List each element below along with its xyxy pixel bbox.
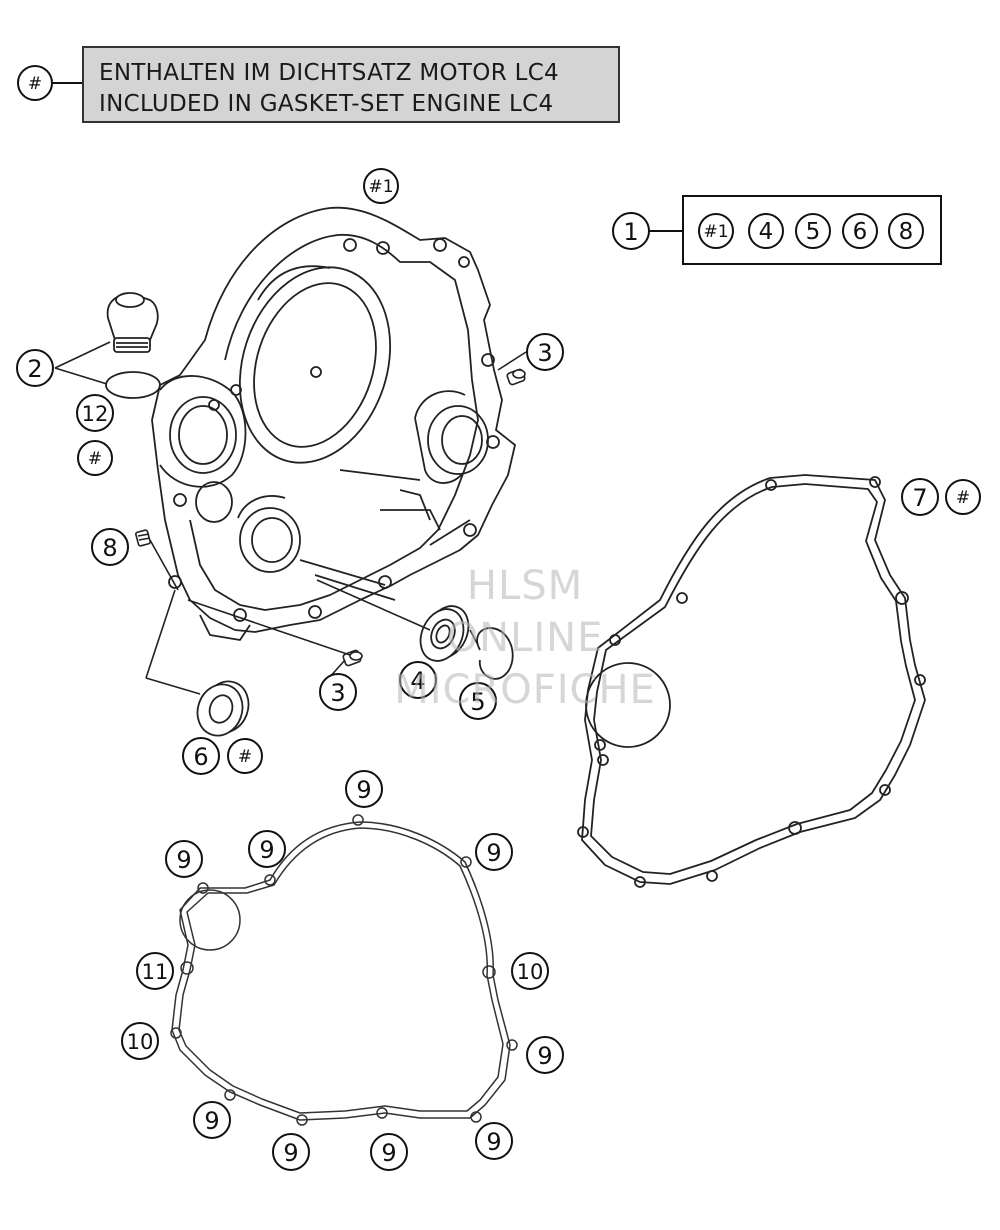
watermark-line-1: HLSM [466, 563, 584, 609]
callout-inner-9-b1: 9 [283, 1139, 298, 1167]
watermark-line-2: ONLINE [446, 615, 604, 661]
bearing [419, 605, 470, 662]
note-line-de: ENTHALTEN IM DICHTSATZ MOTOR LC4 [99, 60, 559, 86]
shaft-seal [196, 680, 250, 737]
watermark: HLSM ONLINE MICROFICHE [370, 560, 680, 716]
callout-screw-right: 3 [537, 339, 552, 367]
callout-inner-9-bl: 9 [204, 1107, 219, 1135]
callout-outer-gasket-marker: # [956, 488, 970, 508]
callout-inner-9-topleft: 9 [259, 836, 274, 864]
legend-symbol: # [17, 65, 82, 101]
callout-oil-plug: 2 [27, 355, 42, 383]
legend-symbol-text: # [28, 74, 42, 94]
gasket-set-note: ENTHALTEN IM DICHTSATZ MOTOR LC4 INCLUDE… [82, 46, 620, 123]
callout-inner-10-left: 10 [127, 1030, 154, 1054]
callout-inner-10-right: 10 [517, 960, 544, 984]
callout-small-plug: 8 [102, 534, 117, 562]
callout-circlip: 5 [470, 688, 485, 716]
callout-seal: 6 [193, 743, 208, 771]
set-item-8: 8 [899, 219, 914, 245]
set-contents: #1 4 5 6 8 [698, 213, 924, 249]
set-item-4: 4 [759, 219, 774, 245]
callout-labels: #1 2 12 # 3 3 7 # 8 4 5 6 # 9 9 9 9 [16, 168, 981, 1171]
outer-gasket [577, 474, 926, 888]
note-line-en: INCLUDED IN GASKET-SET ENGINE LC4 [99, 91, 554, 117]
callout-inner-9-br: 9 [486, 1128, 501, 1156]
inner-gasket [170, 814, 518, 1126]
screw-bottom [342, 649, 363, 667]
small-plug [135, 529, 151, 547]
set-callout-ref: 1 [623, 218, 638, 246]
set-callout: 1 #1 4 5 6 8 [612, 195, 942, 265]
callout-inner-11: 11 [142, 960, 169, 984]
callout-outer-gasket: 7 [912, 484, 927, 512]
callout-oring-marker: # [88, 449, 102, 469]
callout-inner-9-right: 9 [537, 1042, 552, 1070]
set-item-6: 6 [853, 219, 868, 245]
watermark-line-3: MICROFICHE [394, 667, 656, 713]
set-item-1: #1 [703, 222, 728, 242]
callout-screw-bottom: 3 [330, 679, 345, 707]
callout-inner-9-top: 9 [356, 776, 371, 804]
callout-oring: 12 [82, 402, 109, 426]
clutch-cover [151, 206, 516, 641]
screw-right [506, 368, 526, 386]
callout-inner-9-righttop: 9 [486, 839, 501, 867]
callout-cover: #1 [368, 177, 393, 197]
oil-filler-plug [106, 292, 159, 353]
callout-inner-9-b2: 9 [381, 1139, 396, 1167]
o-ring [105, 371, 161, 399]
callout-inner-9-lefttop: 9 [176, 846, 191, 874]
set-item-5: 5 [806, 219, 821, 245]
circlip [476, 627, 514, 680]
callout-seal-marker: # [238, 747, 252, 767]
callout-bearing: 4 [410, 667, 425, 695]
